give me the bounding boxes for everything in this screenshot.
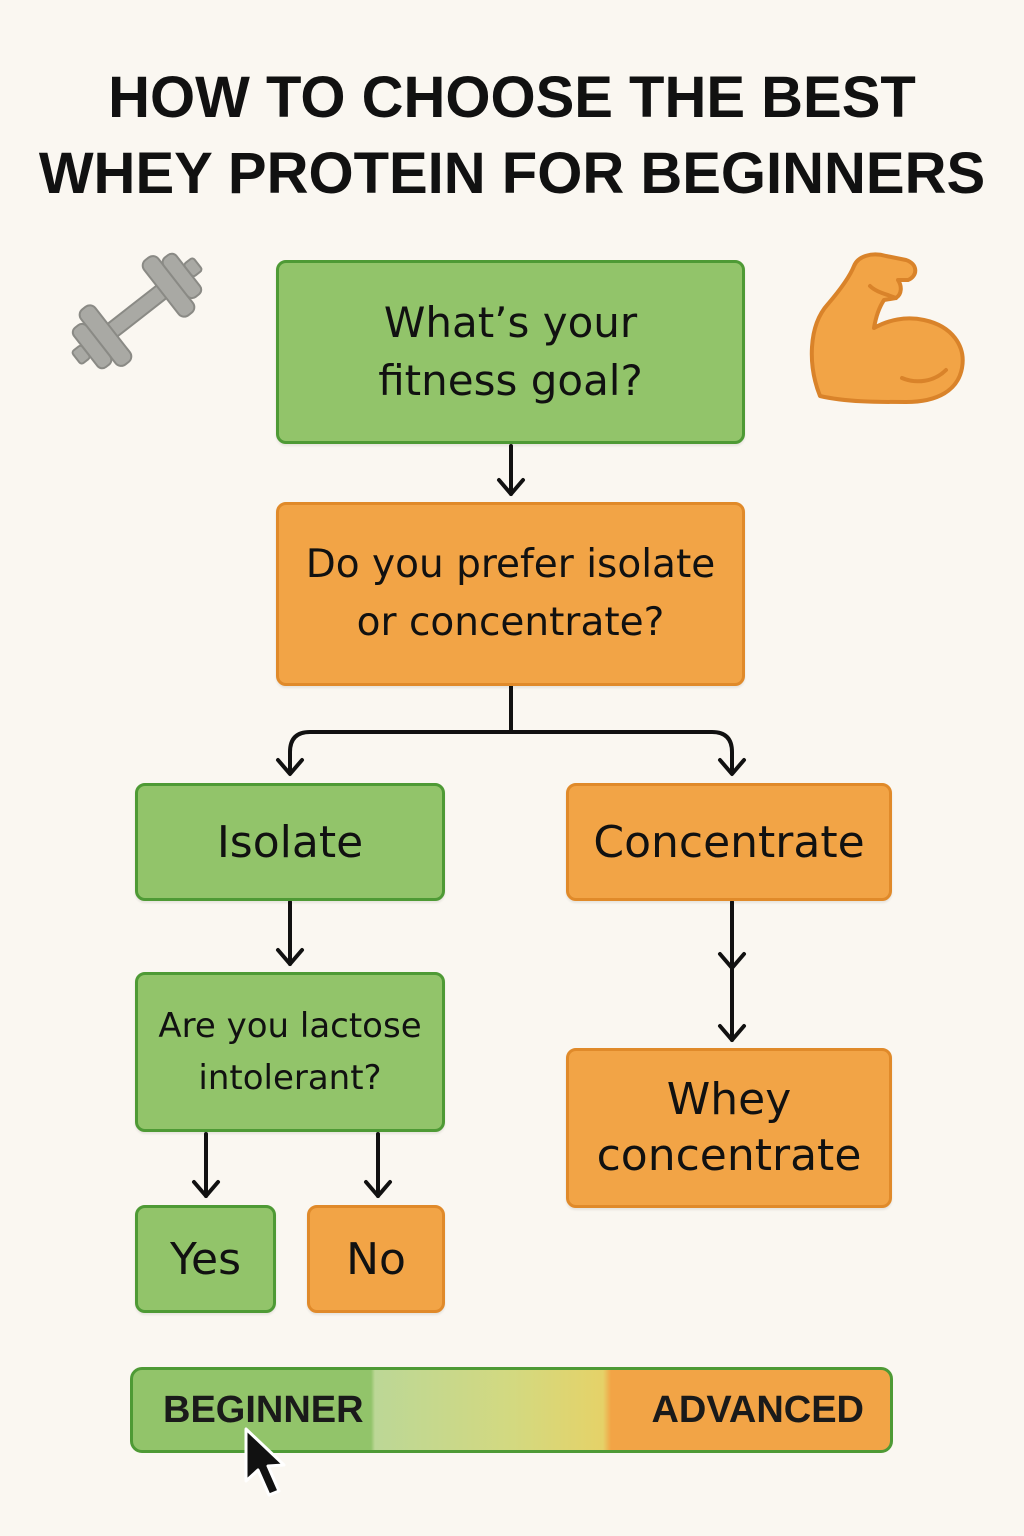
node-isolate-label: Isolate xyxy=(216,816,364,868)
title-line-2: WHEY PROTEIN FOR BEGINNERS xyxy=(38,141,986,206)
beginner-label: BEGINNER xyxy=(163,1389,364,1431)
node-no: No xyxy=(307,1205,445,1313)
dumbbell-icon xyxy=(71,252,203,370)
node-no-label: No xyxy=(346,1233,406,1285)
mouse-cursor-icon xyxy=(244,1427,286,1497)
experience-level-bar[interactable]: BEGINNER ADVANCED xyxy=(130,1367,893,1453)
node-isolate: Isolate xyxy=(135,783,445,901)
node-lactose-intolerant: Are you lactose intolerant? xyxy=(135,972,445,1132)
node-isolate-or-concentrate: Do you prefer isolate or concentrate? xyxy=(276,502,745,686)
node-lactose-intolerant-label: Are you lactose intolerant? xyxy=(158,1006,422,1098)
node-fitness-goal-label: What’s your fitness goal? xyxy=(378,298,643,405)
node-concentrate-label: Concentrate xyxy=(593,816,865,868)
node-whey-concentrate: Whey concentrate xyxy=(566,1048,892,1208)
page-title: HOW TO CHOOSE THE BEST WHEY PROTEIN FOR … xyxy=(0,60,1024,212)
connector-split xyxy=(288,684,734,774)
node-yes-label: Yes xyxy=(169,1233,242,1285)
node-concentrate: Concentrate xyxy=(566,783,892,901)
title-line-1: HOW TO CHOOSE THE BEST xyxy=(108,65,916,130)
advanced-label: ADVANCED xyxy=(651,1389,864,1431)
flexed-bicep-icon xyxy=(809,252,965,404)
node-isolate-or-concentrate-label: Do you prefer isolate or concentrate? xyxy=(305,542,716,645)
node-whey-concentrate-label: Whey concentrate xyxy=(596,1074,862,1181)
node-fitness-goal: What’s your fitness goal? xyxy=(276,260,745,444)
node-yes: Yes xyxy=(135,1205,276,1313)
